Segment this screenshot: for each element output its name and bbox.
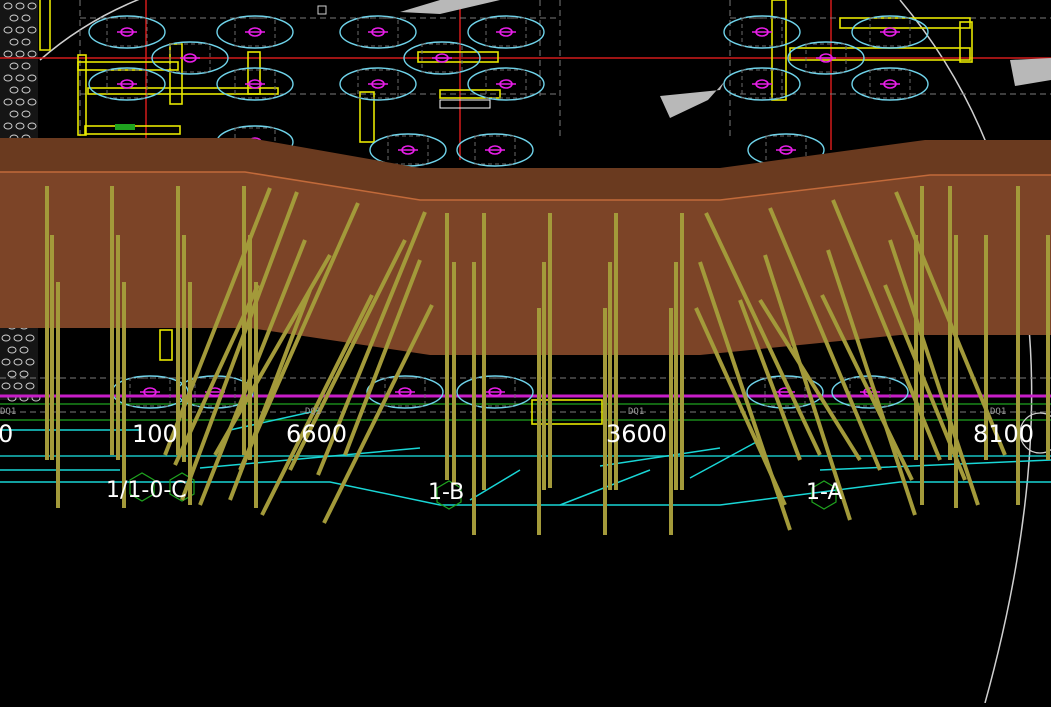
anchor-rod [213, 254, 332, 456]
pile-cap [467, 67, 545, 101]
pile-cap [851, 15, 929, 49]
tag-label: DQ1 [0, 407, 16, 417]
anchor-rod [180, 191, 299, 501]
anchor-rod [288, 239, 407, 471]
tag-labels: DQ1 DQ1 DQ1 DQ1 [0, 407, 1006, 417]
pile-cap [723, 15, 801, 49]
tag-label: DQ1 [990, 407, 1006, 417]
pile-cap [339, 67, 417, 101]
anchor-rod [694, 307, 787, 506]
anchor-rod [763, 254, 852, 521]
pile-cap [88, 15, 166, 49]
pile-cap [456, 375, 534, 409]
anchor-rod [826, 249, 917, 516]
anchor-rod [888, 239, 980, 506]
anchor-rod [173, 284, 260, 466]
anchor-rod [228, 289, 312, 501]
anchor-rod [820, 294, 914, 481]
pile-cap [787, 41, 865, 75]
anchor-rod [343, 259, 422, 456]
anchor-rod [894, 191, 1007, 456]
dimension-label: 8100 [973, 420, 1034, 448]
pile-layout-upper [0, 0, 1051, 167]
pile-cap [723, 67, 801, 101]
pile-cap [88, 67, 166, 101]
grid-axis-labels: 1/1-0-C 1-B 1-A [106, 478, 843, 505]
dimension-label: 0 [0, 420, 13, 448]
pile-cap [851, 67, 929, 101]
pile-cap [366, 375, 444, 409]
pile-cap [151, 41, 229, 75]
anchor-rod [831, 199, 942, 461]
anchor-rod [738, 299, 802, 461]
dimension-label: 6600 [286, 420, 347, 448]
anchor-rods [45, 186, 1050, 535]
grid-axis-label: 1/1-0-C [106, 478, 187, 503]
dimension-label: 3600 [606, 420, 667, 448]
pile-cap [403, 41, 481, 75]
dimension-label: 100 [132, 420, 178, 448]
soil-layer [0, 138, 1051, 355]
selection-arc [39, 0, 140, 61]
gravel-hatch-region [0, 0, 41, 402]
tag-label: DQ1 [628, 407, 644, 417]
anchor-rod [758, 298, 862, 462]
anchor-rod [322, 304, 434, 524]
anchor-rod [316, 211, 427, 476]
tag-label: DQ1 [305, 407, 321, 417]
pile-cap [339, 15, 417, 49]
grid-axis-label: 1-B [428, 480, 464, 505]
anchor-rod [260, 294, 374, 516]
pile-cap [216, 15, 294, 49]
pile-cap [216, 67, 294, 101]
pile-cap [456, 133, 534, 167]
anchor-rod [883, 284, 967, 481]
anchor-rod [198, 239, 307, 506]
anchor-rod [163, 187, 272, 456]
dimension-labels: 0 100 6600 3600 8100 [0, 420, 1034, 448]
anchor-rod [704, 212, 822, 456]
selection-arc-right [899, 0, 1033, 704]
grid-axis-label: 1-A [806, 480, 843, 505]
anchor-rod [768, 207, 882, 471]
pile-cap [467, 15, 545, 49]
